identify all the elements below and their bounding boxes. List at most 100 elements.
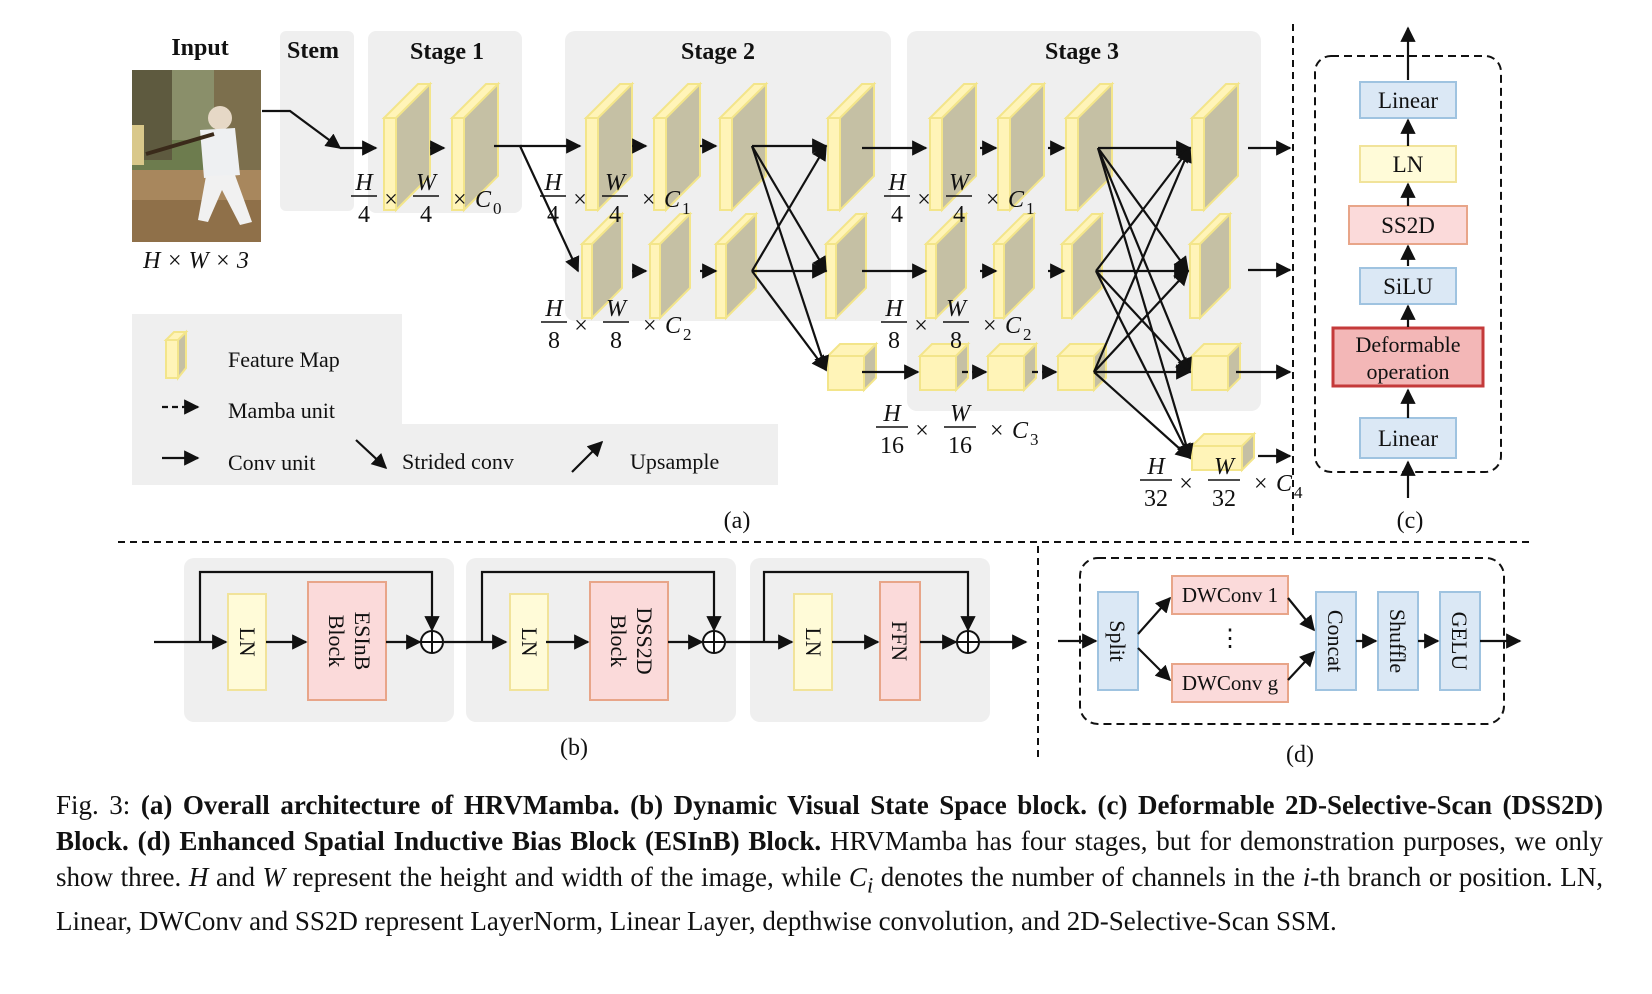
feature-map-stage3-mid-3 [1059, 211, 1105, 321]
ln-label: LN [517, 627, 542, 656]
svg-text:1: 1 [1026, 199, 1035, 218]
feature-map-stage2-top-1 [583, 81, 635, 213]
deformable-label-line-1: Deformable [1355, 332, 1460, 357]
dwconv-g-box [1171, 663, 1289, 703]
split-box [1097, 591, 1139, 691]
panel-c: LinearLNSS2DSiLUDeformableoperationLinea… [1314, 26, 1502, 534]
panel-a-label: (a) [724, 508, 751, 534]
caption-ci-sub: i [866, 872, 874, 898]
svg-text:H: H [884, 296, 904, 322]
svg-text:C: C [664, 187, 681, 213]
feature-map-stage3-mid-2 [991, 211, 1037, 321]
legend-feature-map: Feature Map [228, 347, 340, 372]
feature-map-stage2-bot-1 [579, 211, 625, 321]
svg-text:W: W [416, 170, 438, 196]
svg-text:H: H [887, 170, 907, 196]
svg-text:16: 16 [880, 433, 904, 459]
svg-text:W: W [1214, 454, 1236, 480]
connections [262, 109, 1292, 464]
svg-text:C: C [1012, 418, 1029, 444]
svg-text:4: 4 [358, 202, 370, 228]
shuffle-label: Shuffle [1385, 609, 1410, 673]
svg-text:×: × [384, 187, 398, 213]
caption-and: and [208, 862, 263, 892]
panel-c-label-silu: SiLU [1383, 274, 1433, 299]
svg-text:C: C [1005, 313, 1022, 339]
feature-map-stage3-mid-1 [923, 211, 969, 321]
svg-text:W: W [606, 296, 628, 322]
feature-map-stage2-bot-2 [647, 211, 693, 321]
svg-text:8: 8 [548, 328, 560, 354]
gelu-label: GELU [1447, 612, 1472, 671]
feature-map-fusion3-mid [1187, 211, 1233, 321]
svg-text:4: 4 [609, 202, 621, 228]
ln-label: LN [235, 627, 260, 656]
ln-label: LN [801, 627, 826, 656]
panel-c-linear-bottom: Linear [1359, 417, 1457, 459]
svg-text:W: W [950, 401, 972, 427]
feature-map-stage3-top-1 [927, 81, 979, 213]
svg-text:W: W [946, 296, 968, 322]
svg-text:0: 0 [493, 199, 502, 218]
legend: Feature Map Mamba unit Conv unit Strided… [132, 314, 778, 485]
legend-conv-unit: Conv unit [228, 450, 315, 475]
svg-text:W: W [605, 170, 627, 196]
svg-text:2: 2 [1023, 325, 1032, 344]
caption-i: i [1302, 862, 1311, 892]
panel-a: Input Stem Stage 1 Stage 2 Stage 3 H × W… [132, 31, 1303, 534]
svg-text:8: 8 [610, 328, 622, 354]
svg-text:8: 8 [950, 328, 962, 354]
sum-nodes [420, 630, 980, 654]
panel-c-label-ln: LN [1393, 152, 1424, 177]
svg-text:H: H [1146, 454, 1166, 480]
panel-c-ss2d: SS2D [1348, 205, 1468, 245]
panel-d-label: (d) [1286, 742, 1314, 768]
panel-c-ln: LN [1359, 145, 1457, 183]
svg-text:4: 4 [1294, 483, 1303, 502]
shuffle-box [1377, 591, 1419, 691]
concat-box [1315, 591, 1357, 691]
input-image [132, 70, 261, 242]
feature-map-stage3-top-2 [995, 81, 1047, 213]
caption-rest-4: -th branch or position. LN, Linear, DWCo… [56, 862, 1603, 937]
svg-text:32: 32 [1212, 486, 1236, 512]
input-dims: H × W × 3 [142, 248, 249, 274]
svg-text:C: C [1008, 187, 1025, 213]
svg-text:W: W [949, 170, 971, 196]
panel-c-label-ss2d: SS2D [1381, 213, 1435, 238]
block-label-line-2: Block [324, 615, 349, 668]
feature-map-stage1-b [449, 81, 501, 213]
caption-ci: C [848, 862, 867, 892]
svg-text:×: × [986, 187, 1000, 213]
input-title: Input [171, 35, 228, 61]
panel-b-block-3: LN FFN [793, 581, 921, 701]
svg-text:C: C [475, 187, 492, 213]
feature-map-stage1-a [381, 81, 433, 213]
svg-text:4: 4 [547, 202, 559, 228]
svg-text:4: 4 [891, 202, 903, 228]
panel-c-label-linear-top: Linear [1378, 88, 1438, 113]
feature-map-stage2-top-3 [717, 81, 769, 213]
block-label-line-2: Block [606, 615, 631, 668]
panel-c-label-linear-bottom: Linear [1378, 426, 1438, 451]
svg-text:4: 4 [953, 202, 965, 228]
concat-label: Concat [1323, 610, 1348, 672]
dwconv-1-label: DWConv 1 [1182, 583, 1278, 607]
caption-rest-2: represent the height and width of the im… [285, 862, 849, 892]
svg-text:H: H [543, 170, 563, 196]
feature-map-fusion2-top [825, 81, 877, 213]
svg-text:H: H [882, 401, 902, 427]
svg-text:×: × [914, 313, 928, 339]
panel-d: Split DWConv 1 ⋮ DWConv g Concat Shuffle… [1058, 557, 1522, 768]
panel-b-label: (b) [560, 735, 588, 761]
caption-w: W [262, 862, 286, 892]
block-label: FFN [887, 621, 912, 661]
dwconv-1-box [1171, 575, 1289, 615]
legend-feature-map-icon [163, 329, 189, 381]
feature-maps [381, 81, 1257, 473]
stem-bg [280, 31, 354, 211]
